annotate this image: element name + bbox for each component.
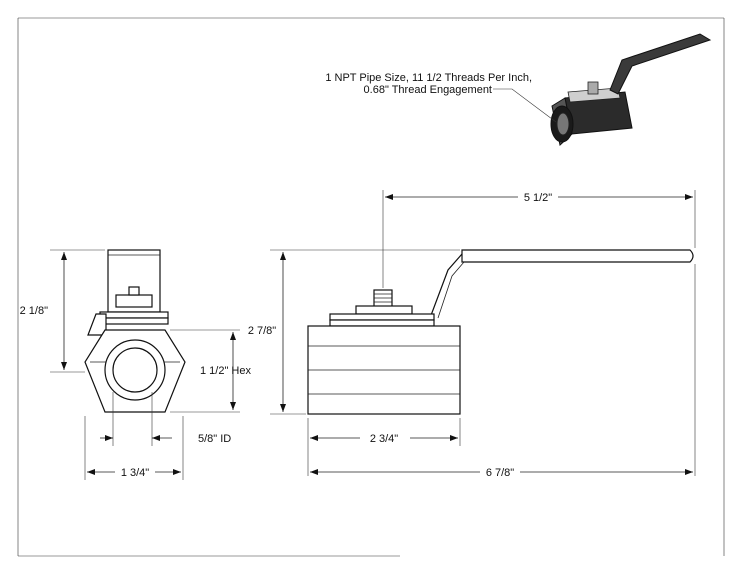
dim-overall-length: 6 7/8" [486,467,514,479]
dim-handle-length: 5 1/2" [524,192,552,204]
drawing-border [17,17,725,557]
dim-front-height: 2 7/8" [248,325,276,337]
dim-side-width: 1 3/4" [121,467,149,479]
front-view [307,249,694,415]
thread-callout: 1 NPT Pipe Size, 11 1/2 Threads Per Inch… [325,72,557,123]
callout-line-2: 0.68" Thread Engagement [364,84,492,96]
valve-3d-render [550,33,712,146]
dim-body-length: 2 3/4" [370,433,398,445]
dimension-arrows [61,194,693,475]
dim-side-height: 2 1/8" [20,305,48,317]
front-view-dimensions: 5 1/2" 2 7/8" 2 3/4" 6 7/8" [248,190,696,479]
side-view [84,249,186,413]
dim-inner-diameter: 5/8" ID [198,433,231,445]
callout-line-1: 1 NPT Pipe Size, 11 1/2 Threads Per Inch… [325,72,532,84]
dim-hex: 1 1/2" Hex [200,365,251,377]
